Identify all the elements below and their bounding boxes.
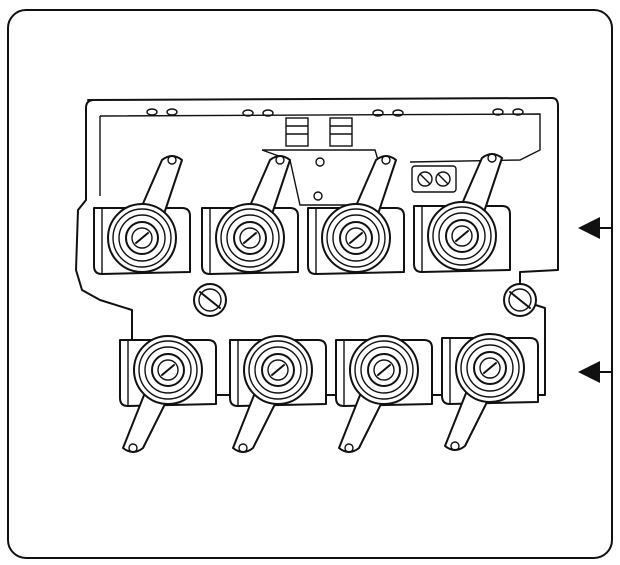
- right-center-screw: [503, 283, 537, 317]
- valve-assemblies: [93, 153, 539, 453]
- lower-arrow: [578, 361, 613, 383]
- upper-valve-1: [93, 155, 191, 275]
- manifold-top-rail: [99, 113, 541, 163]
- figure-frame: [7, 9, 613, 559]
- upper-valve-3: [307, 155, 405, 275]
- top-fittings: [285, 117, 353, 147]
- left-center-screw: [193, 283, 227, 317]
- lower-valve-1: [119, 335, 217, 453]
- lower-arrow-icon: [578, 361, 600, 383]
- top-mounting-holes: [146, 108, 524, 117]
- upper-valve-2: [201, 155, 299, 275]
- lower-valve-2: [229, 335, 327, 453]
- twin-screw-plate: [411, 165, 457, 193]
- upper-arrow-icon: [578, 217, 600, 239]
- upper-arrow: [578, 217, 613, 239]
- lower-valve-3: [335, 335, 433, 453]
- upper-valve-4: [413, 153, 511, 273]
- lower-valve-4: [441, 333, 539, 451]
